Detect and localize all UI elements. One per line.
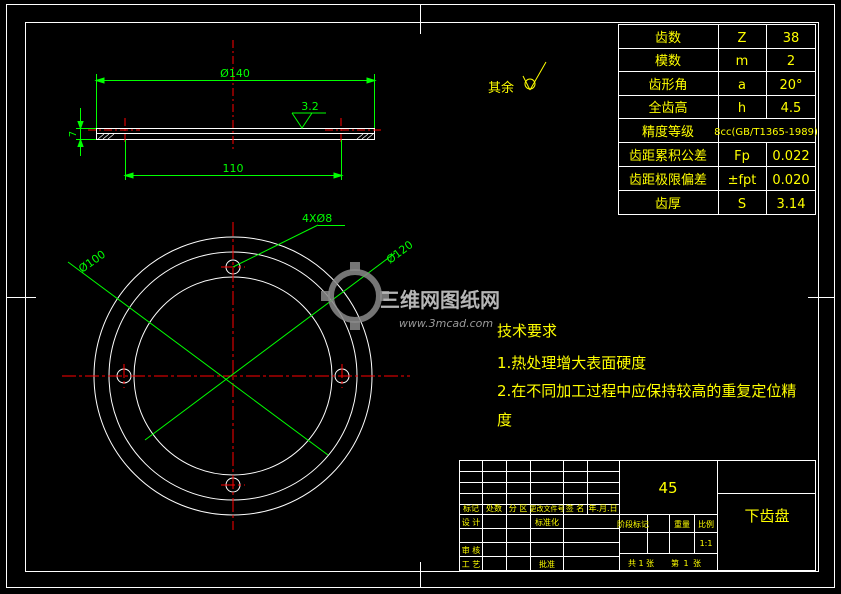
tb-sheet-no: 第	[671, 558, 679, 568]
tech-req-item-2: 2.在不同加工过程中应保持较高的重复定位精	[497, 382, 796, 400]
gear-param-cumulative-symbol: Fp	[734, 149, 750, 164]
gear-param-tooth-height-label: 全齿高	[648, 100, 687, 116]
gear-param-tooth-height-value: 4.5	[781, 101, 802, 116]
section-hatch-right	[356, 133, 374, 140]
dim-outer-diameter: Ø140	[220, 67, 250, 80]
tb-date: 年.月.日	[588, 503, 617, 513]
gear-param-accuracy-label: 精度等级	[642, 124, 694, 140]
gear-param-pitch-deviation-symbol: ±fpt	[728, 173, 757, 188]
tb-weight: 重量	[674, 519, 690, 529]
tb-zone: 分 区	[509, 504, 528, 513]
tech-req-item-3: 度	[497, 411, 512, 429]
tb-scale-value: 1:1	[700, 539, 713, 548]
gear-param-cumulative-label: 齿距累积公差	[629, 149, 707, 164]
tb-total: 共	[628, 559, 636, 568]
tech-req-item-1: 1.热处理增大表面硬度	[497, 354, 646, 372]
gear-param-module-value: 2	[787, 54, 795, 69]
watermark-url: www.3mcad.com	[399, 317, 493, 330]
gear-param-teeth-value: 38	[783, 31, 800, 46]
dim-left-diameter: Ø100	[76, 248, 108, 276]
watermark-brand: 三维网图纸网	[380, 288, 500, 312]
material-label: 45	[658, 479, 677, 497]
tb-approve: 批准	[539, 559, 555, 569]
tb-stage-mark: 阶段标记	[617, 519, 649, 529]
gear-param-thickness-label: 齿厚	[655, 197, 681, 212]
tb-total-sheets: 1	[638, 559, 643, 568]
dim-thickness: 7	[68, 131, 79, 137]
gear-param-cumulative-value: 0.022	[772, 149, 809, 164]
roughness-symbol-icon	[522, 61, 547, 91]
roughness-note-label: 其余	[488, 80, 514, 96]
gear-param-module-label: 模数	[655, 54, 681, 69]
gear-param-thickness-symbol: S	[738, 197, 746, 212]
tb-signature: 签 名	[566, 503, 585, 513]
plan-view: Ø100 Ø120 4XØ8	[62, 212, 415, 530]
gear-param-accuracy-symbol: 8cc(GB/T1365-1989)	[714, 127, 818, 138]
gear-param-thickness-value: 3.14	[777, 197, 806, 212]
tech-req-title: 技术要求	[497, 322, 557, 340]
roughness-note: 其余	[488, 61, 547, 96]
tb-sheet-unit: 张	[693, 559, 701, 568]
roughness-mark-icon	[291, 112, 326, 129]
tb-design: 设 计	[462, 517, 481, 527]
tb-change-doc: 更改文件号	[530, 504, 565, 513]
tb-mark: 标记	[463, 503, 479, 513]
drawing-frame	[6, 4, 835, 588]
gear-param-pitch-deviation-value: 0.020	[772, 173, 809, 188]
gear-param-module-symbol: m	[736, 54, 749, 69]
gear-param-pressure-angle-symbol: a	[738, 78, 746, 93]
title-block: 45 下齿盘 标记 处数 分 区 更改文件号 签 名 年.月.日 设 计 标准化…	[459, 460, 816, 571]
dim-outer-circle: Ø120	[384, 238, 416, 266]
technical-requirements: 技术要求 1.热处理增大表面硬度 2.在不同加工过程中应保持较高的重复定位精 度	[497, 322, 796, 429]
section-hatch-left	[97, 133, 115, 140]
part-name: 下齿盘	[744, 507, 789, 525]
gear-param-teeth-symbol: Z	[738, 31, 747, 46]
gear-param-pressure-angle-label: 齿形角	[648, 78, 687, 93]
gear-param-pitch-deviation-label: 齿距极限偏差	[629, 173, 707, 188]
dim-inner-length: 110	[223, 162, 244, 175]
tb-sheets: 张	[646, 559, 654, 568]
section-view: Ø140 110 7 3.2	[68, 40, 382, 180]
gear-parameter-table: 齿数 Z 38 模数 m 2 齿形角 a 20° 全齿高 h 4.5 精度等级 …	[618, 24, 818, 215]
watermark-logo: 三维网图纸网 www.3mcad.com	[321, 262, 500, 330]
tb-process: 工 艺	[462, 560, 481, 569]
gear-param-pressure-angle-value: 20°	[779, 78, 802, 93]
gear-param-tooth-height-symbol: h	[738, 101, 746, 116]
tb-review: 审 核	[462, 545, 481, 555]
tb-count: 处数	[486, 503, 502, 513]
dim-bolt-holes: 4XØ8	[302, 212, 332, 225]
tb-standardization: 标准化	[535, 517, 559, 527]
gear-logo-icon	[328, 269, 382, 323]
tb-sheet-index: 1	[683, 559, 688, 568]
tb-ratio: 比例	[698, 519, 714, 529]
dim-surface-roughness: 3.2	[301, 100, 319, 113]
gear-param-teeth-label: 齿数	[655, 31, 681, 46]
